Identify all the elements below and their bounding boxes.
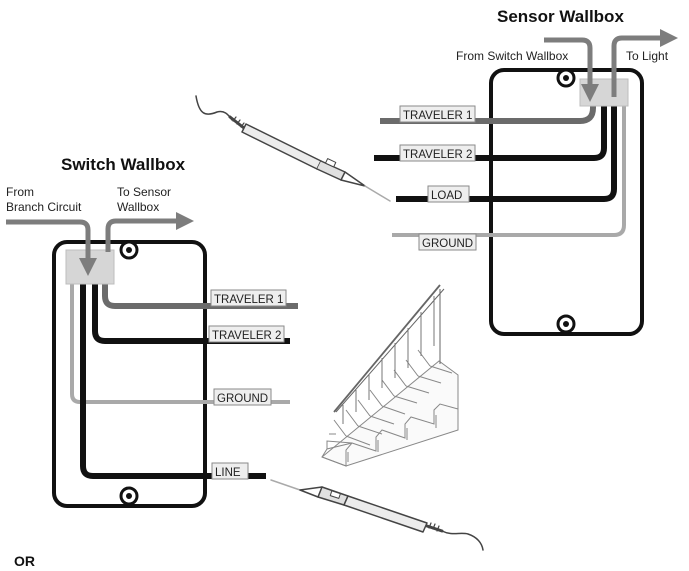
arrow-icon [176, 212, 194, 230]
arrow-icon [105, 218, 180, 252]
arrow-icon [611, 35, 664, 97]
staircase-icon [321, 284, 459, 467]
sensor-load-label: LOAD [431, 190, 462, 202]
mounting-hole-icon [119, 486, 139, 506]
switch-traveler1-wire [102, 280, 298, 309]
switch-from-note-line1: From [6, 185, 34, 199]
switch-from-note-line2: Branch Circuit [6, 200, 82, 214]
switch-traveler1-label: TRAVELER 1 [214, 294, 283, 306]
switch-ground-label-box [213, 388, 272, 406]
sensor-ground-label: GROUND [422, 238, 473, 250]
arrow-icon [544, 37, 593, 88]
switch-traveler2-wire [92, 280, 290, 344]
switch-line-label-box [211, 462, 249, 480]
sensor-load-wire [396, 98, 617, 202]
mounting-hole-icon [556, 314, 576, 334]
sensor-wallbox-title: Sensor Wallbox [497, 7, 624, 26]
switch-traveler2-label: TRAVELER 2 [212, 330, 281, 342]
sensor-traveler1-wire [380, 98, 596, 124]
switch-line-wire [80, 280, 266, 479]
sensor-traveler1-label-box [399, 105, 476, 123]
arrow-icon [581, 84, 599, 102]
sensor-traveler2-wire [374, 98, 607, 161]
sensor-ground-wire [392, 98, 626, 237]
switch-to-note-line1: To Sensor [117, 185, 171, 199]
sensor-traveler2-label: TRAVELER 2 [403, 149, 472, 161]
arrow-icon [79, 258, 97, 276]
voltage-tester-icon [195, 95, 391, 202]
sensor-traveler1-label: TRAVELER 1 [403, 110, 472, 122]
voltage-tester-icon [270, 479, 484, 551]
switch-line-label: LINE [215, 467, 241, 479]
or-label: OR [14, 553, 35, 569]
switch-traveler2-label-box [208, 325, 285, 343]
sensor-load-label-box [427, 185, 470, 203]
switch-ground-wire [70, 280, 290, 404]
switch-ground-label: GROUND [217, 393, 268, 405]
switch-wallbox-title: Switch Wallbox [61, 155, 186, 174]
mounting-hole-icon [119, 240, 139, 260]
sensor-from-note: From Switch Wallbox [456, 49, 568, 63]
sensor-traveler2-label-box [399, 144, 476, 162]
switch-traveler1-label-box [210, 289, 287, 307]
sensor-ground-label-box [418, 233, 477, 251]
switch-to-note-line2: Wallbox [117, 200, 159, 214]
sensor-to-note: To Light [626, 49, 669, 63]
mounting-hole-icon [556, 68, 576, 88]
arrow-icon [660, 29, 678, 47]
arrow-icon [6, 219, 91, 262]
